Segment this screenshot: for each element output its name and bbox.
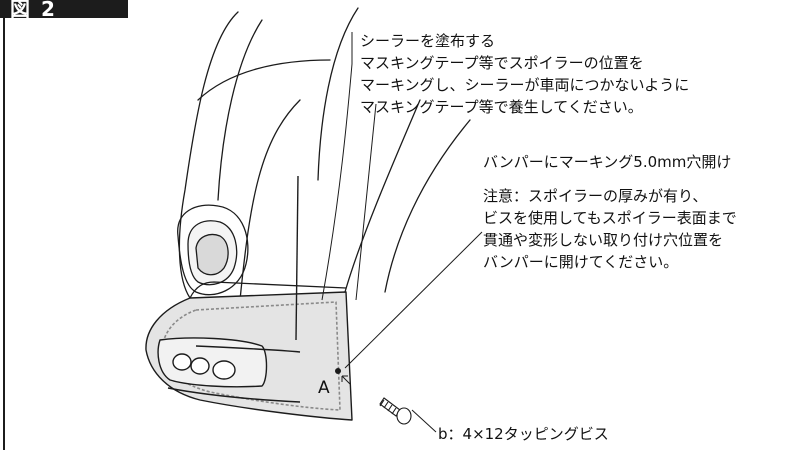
figure-badge-label: 図 2 xyxy=(10,0,57,21)
lamp-housing-core xyxy=(195,233,229,276)
lamp-housing-outer xyxy=(177,204,249,296)
body-panel-line xyxy=(197,59,331,101)
fender-curve-2 xyxy=(384,119,471,293)
marking-instruction: バンパーにマーキング5.0mm穴開け xyxy=(483,151,731,173)
body-contour-inner xyxy=(217,19,263,201)
lamp-circle-1 xyxy=(172,353,192,371)
caution-line: バンパーに開けてください。 xyxy=(483,253,679,271)
spoiler-upper-line xyxy=(295,175,299,341)
frame-left-border xyxy=(3,18,5,450)
spoiler-crease xyxy=(195,345,301,353)
body-contour-outer xyxy=(178,11,239,299)
leader-sealer-2 xyxy=(355,103,377,301)
body-contour-right xyxy=(317,7,359,181)
caution-line: 貫通や変形しない取り付け穴位置を xyxy=(483,231,724,249)
leader-marking xyxy=(344,231,483,369)
spoiler-dashed-outline xyxy=(161,301,341,411)
sealer-line: マスキングテープ等で養生してください。 xyxy=(360,98,643,116)
caution-line: ビスを使用してもスポイラー表面まで xyxy=(483,209,737,227)
figure-badge: 図 2 xyxy=(0,0,128,21)
caution-note: 注意：スポイラーの厚みが有り、 ビスを使用してもスポイラー表面まで 貫通や変形し… xyxy=(483,185,737,273)
spoiler-inner-line xyxy=(167,387,301,403)
hole-point-a xyxy=(335,368,341,374)
lamp-circle-2 xyxy=(190,357,210,375)
caution-line: 注意：スポイラーの厚みが有り、 xyxy=(483,187,708,205)
sealer-line: マスキングテープ等でスポイラーの位置を xyxy=(360,54,644,72)
point-a-label: A xyxy=(318,378,330,398)
screw-label: b：4×12タッピングビス xyxy=(438,425,609,443)
fender-curve-1 xyxy=(344,99,421,293)
sealer-line: シーラーを塗布する xyxy=(360,32,496,50)
spoiler-lamp-panel xyxy=(157,337,268,388)
bumper-edge xyxy=(189,281,347,299)
body-lower-line xyxy=(239,99,301,301)
sealer-line: マーキングし、シーラーが車両につかないように xyxy=(360,76,690,94)
sealer-instruction: シーラーを塗布する マスキングテープ等でスポイラーの位置を マーキングし、シーラ… xyxy=(360,30,689,118)
lamp-circle-3 xyxy=(212,360,236,380)
marking-line: バンパーにマーキング5.0mm穴開け xyxy=(483,153,732,171)
leader-screw xyxy=(411,409,437,433)
tapping-screw-icon xyxy=(379,397,412,425)
leader-sealer xyxy=(321,32,353,301)
point-a-arrow xyxy=(341,375,351,385)
